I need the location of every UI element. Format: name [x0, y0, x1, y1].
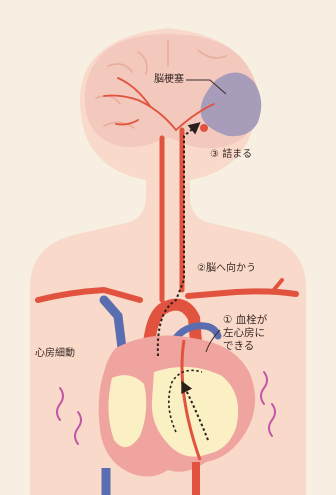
step1-label: ① 血栓が 左心房に できる [223, 314, 267, 353]
clot [200, 124, 208, 132]
afib-label: 心房細動 [35, 349, 75, 359]
step3-label: ③ 詰まる [210, 150, 252, 160]
step2-label: ②脳へ向かう [197, 264, 256, 274]
infarct-label: 脳梗塞 [154, 75, 184, 85]
